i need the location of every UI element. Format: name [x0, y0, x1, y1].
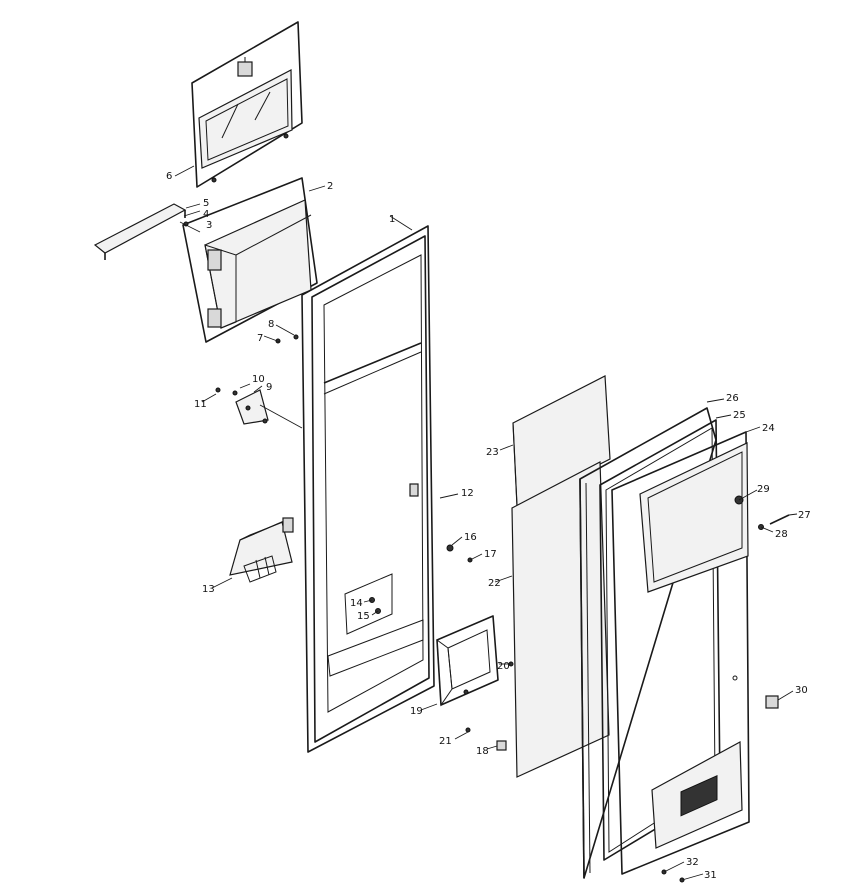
callout-29: 29	[757, 484, 770, 495]
part-6-upper-panel	[191, 21, 303, 188]
callout-27: 27	[798, 510, 811, 521]
callout-3: 3	[206, 220, 212, 231]
callout-1: 1	[389, 214, 395, 225]
part-8-screw	[293, 334, 299, 340]
callout-20: 20	[497, 661, 510, 672]
callout-6: 6	[166, 171, 172, 182]
callout-12: 12	[461, 488, 474, 499]
callout-13: 13	[202, 584, 215, 595]
part-21-screw	[465, 727, 471, 733]
callout-labels: 1 2 3 4 5 6 7 8 9 10 11 12 13 14 15 16 1…	[166, 171, 811, 881]
callout-19: 19	[410, 706, 423, 717]
callout-2: 2	[327, 181, 333, 192]
callout-31: 31	[704, 870, 717, 881]
callout-4: 4	[203, 209, 209, 220]
callout-32: 32	[686, 857, 699, 868]
callout-22: 22	[488, 578, 501, 589]
leader-lines	[174, 165, 798, 881]
callout-10: 10	[252, 374, 265, 385]
callout-26: 26	[726, 393, 739, 404]
callout-7: 7	[257, 333, 263, 344]
callout-21: 21	[439, 736, 452, 747]
part-16-plug	[446, 544, 454, 552]
part-2-housing	[182, 177, 318, 343]
callout-14: 14	[350, 598, 363, 609]
part-27-handle-stud	[769, 514, 790, 525]
part-19-dispenser-housing	[436, 615, 499, 707]
part-9-bracket	[235, 389, 269, 425]
callout-30: 30	[795, 685, 808, 696]
callout-25: 25	[733, 410, 746, 421]
part-24-outer-panel	[611, 431, 750, 875]
part-12-clip	[409, 483, 419, 497]
part-1-door-frame	[301, 225, 435, 753]
callout-23: 23	[486, 447, 499, 458]
callout-16: 16	[464, 532, 477, 543]
part-22-insulation-lower	[511, 461, 610, 778]
callout-28: 28	[775, 529, 788, 540]
part-23-insulation-upper	[512, 375, 611, 507]
callout-17: 17	[484, 549, 497, 560]
callout-9: 9	[266, 382, 272, 393]
callout-5: 5	[203, 198, 209, 209]
part-11-screw	[215, 387, 221, 393]
callout-15: 15	[357, 611, 370, 622]
part-18-block	[496, 740, 507, 751]
callout-24: 24	[762, 423, 775, 434]
callout-8: 8	[268, 319, 274, 330]
part-30-button	[765, 695, 779, 709]
callout-18: 18	[476, 746, 489, 757]
callout-11: 11	[194, 399, 207, 410]
part-10-washer	[232, 390, 238, 396]
part-13-bin	[229, 517, 294, 583]
part-5-shelf	[93, 203, 187, 260]
